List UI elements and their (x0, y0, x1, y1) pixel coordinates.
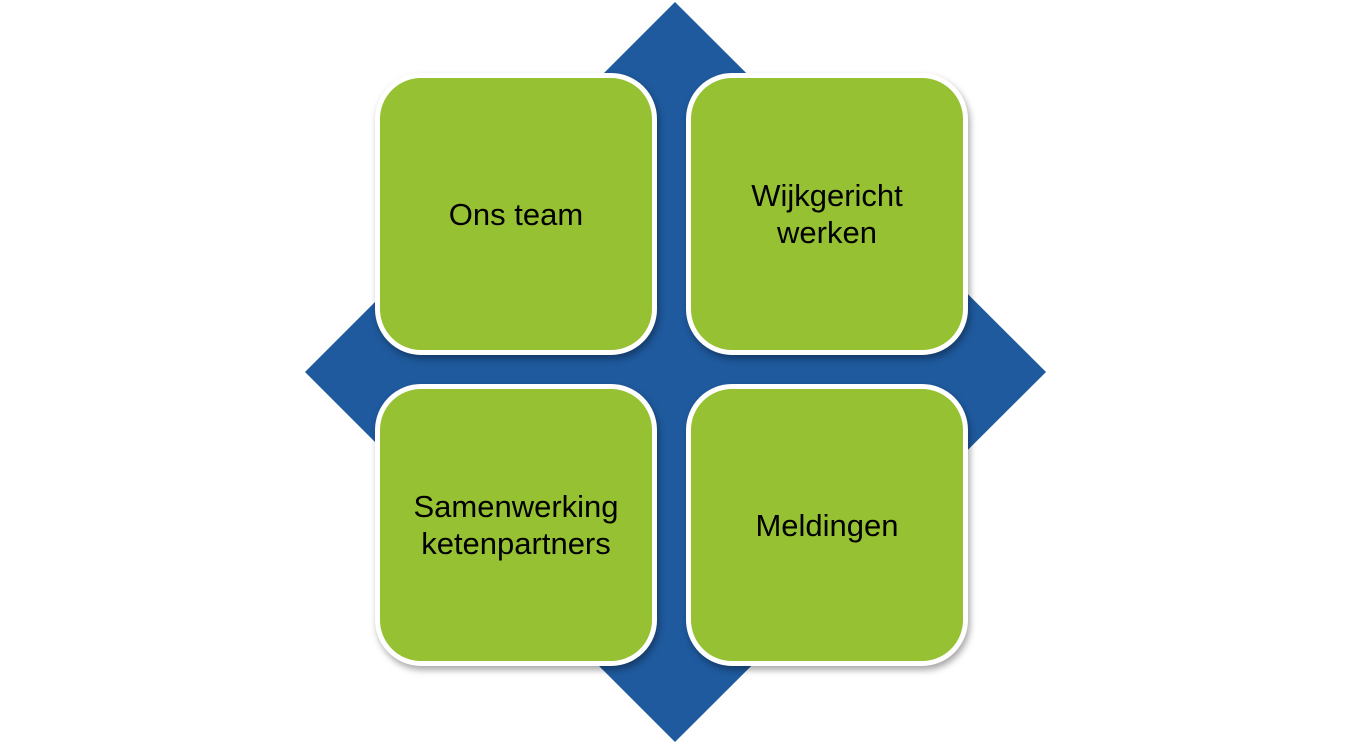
tile-label: Ons team (448, 196, 584, 232)
tile-label: Samenwerking ketenpartners (413, 489, 619, 561)
tile-label: Wijkgericht werken (751, 178, 903, 250)
tile-wijkgericht-werken[interactable]: Wijkgericht werken (686, 73, 968, 355)
tile-ons-team[interactable]: Ons team (375, 73, 657, 355)
tile-label: Meldingen (755, 507, 899, 543)
tile-meldingen[interactable]: Meldingen (686, 384, 968, 666)
tile-samenwerking-ketenpartners[interactable]: Samenwerking ketenpartners (375, 384, 657, 666)
